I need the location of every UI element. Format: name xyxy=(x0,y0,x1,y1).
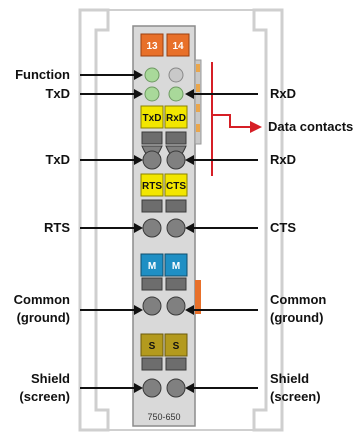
right-arrows xyxy=(185,89,258,393)
badges-txd-rxd: TxD RxD xyxy=(140,105,188,129)
label-txd: TxD xyxy=(45,152,70,167)
badges-rts-cts: RTS CTS xyxy=(140,173,188,197)
header-tag-13: 13 xyxy=(146,41,158,52)
led-txd xyxy=(144,86,160,102)
badge-rts: RTS xyxy=(142,181,162,192)
label-shield-right-2: (screen) xyxy=(270,389,321,404)
label-rxd-led: RxD xyxy=(270,86,296,101)
label-common-right-1: Common xyxy=(270,292,326,307)
module-housing xyxy=(78,8,284,432)
badge-s-left: S xyxy=(149,341,156,352)
header-tag-14: 14 xyxy=(172,41,184,52)
badge-rxd: RxD xyxy=(166,113,186,124)
label-data-contacts: Data contacts xyxy=(268,119,353,134)
led-row xyxy=(144,67,184,102)
left-labels: Function TxD TxD RTS Common (ground) Shi… xyxy=(14,67,71,404)
label-rxd: RxD xyxy=(270,152,296,167)
clamp-group-3 xyxy=(141,277,187,316)
badge-m-left: M xyxy=(148,261,156,272)
badges-m: M M xyxy=(140,253,188,277)
data-contacts-strip xyxy=(194,59,202,314)
label-shield-right-1: Shield xyxy=(270,371,309,386)
label-common-left-1: Common xyxy=(14,292,70,307)
led-rxd xyxy=(168,86,184,102)
label-txd-led: TxD xyxy=(45,86,70,101)
badge-m-right: M xyxy=(172,261,180,272)
clamp-group-4 xyxy=(141,357,187,398)
badge-s-right: S xyxy=(173,341,180,352)
label-cts: CTS xyxy=(270,220,296,235)
right-labels: RxD Data contacts RxD CTS Common (ground… xyxy=(268,86,353,404)
data-contacts-indicator xyxy=(211,62,262,176)
led-function xyxy=(144,67,160,83)
label-common-right-2: (ground) xyxy=(270,310,323,325)
badges-s: S S xyxy=(140,333,188,357)
label-shield-left-1: Shield xyxy=(31,371,70,386)
label-rts: RTS xyxy=(44,220,70,235)
label-common-left-2: (ground) xyxy=(17,310,70,325)
led-unused xyxy=(168,67,184,83)
label-shield-left-2: (screen) xyxy=(19,389,70,404)
badge-cts: CTS xyxy=(166,181,186,192)
header-tags: 13 14 xyxy=(140,33,190,57)
left-arrows xyxy=(80,70,143,393)
badge-txd: TxD xyxy=(143,113,162,124)
clamp-group-1 xyxy=(141,131,187,170)
label-function: Function xyxy=(15,67,70,82)
model-number: 750-650 xyxy=(147,412,180,422)
